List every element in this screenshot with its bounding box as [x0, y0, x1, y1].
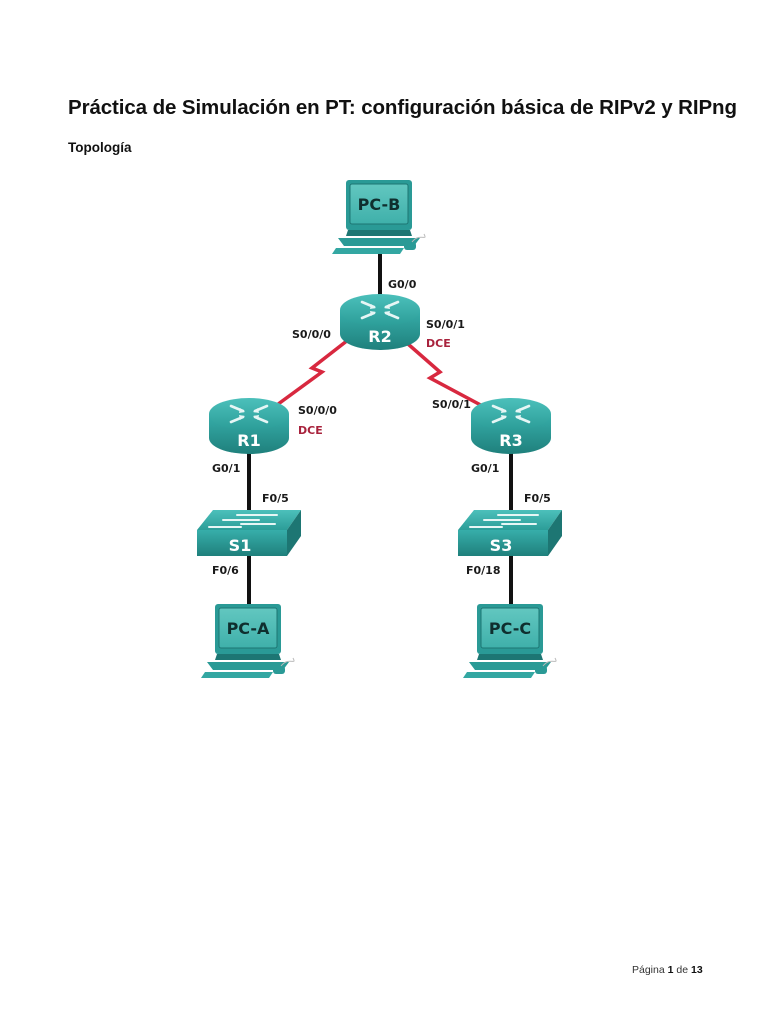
device-label-pc-c: PC-C [489, 619, 531, 638]
ethernet-links [247, 248, 513, 608]
device-label-s3: S3 [490, 536, 513, 555]
port-label-r1-s000: S0/0/0 [298, 404, 337, 417]
link-r2-r1-serial [268, 338, 350, 412]
device-s3[interactable]: S3 [457, 509, 563, 557]
port-label-r2-s001: S0/0/1 [426, 318, 465, 331]
document-title: Práctica de Simulación en PT: configurac… [68, 96, 737, 119]
pc-icon [462, 603, 557, 679]
page-footer: Página 1 de 13 [632, 964, 703, 976]
device-label-r3: R3 [499, 431, 522, 450]
device-pc-c[interactable]: PC-C [462, 603, 557, 679]
device-r2[interactable]: R2 [338, 292, 422, 352]
port-label-s3-f018: F0/18 [466, 564, 501, 577]
port-label-r3-g01: G0/1 [471, 462, 499, 475]
device-label-pc-a: PC-A [227, 619, 270, 638]
device-label-s1: S1 [229, 536, 252, 555]
port-label-r2-s000: S0/0/0 [292, 328, 331, 341]
device-pc-a[interactable]: PC-A [200, 603, 295, 679]
device-label-pc-b: PC-B [358, 195, 401, 214]
device-pc-b[interactable]: PC-B [331, 179, 426, 255]
port-label-r1-g01: G0/1 [212, 462, 240, 475]
device-s1[interactable]: S1 [196, 509, 302, 557]
link-r2-r3-serial [406, 342, 491, 412]
port-label-s1-f05: F0/5 [262, 492, 289, 505]
footer-prefix: Página [632, 964, 665, 976]
pc-icon [331, 179, 426, 255]
footer-total-pages: 13 [691, 964, 703, 976]
dce-label-r1: DCE [298, 424, 323, 437]
footer-sep: de [676, 964, 689, 976]
port-label-r3-s001: S0/0/1 [432, 398, 471, 411]
serial-links [268, 338, 491, 412]
pc-icon [200, 603, 295, 679]
device-label-r2: R2 [368, 327, 391, 346]
footer-current-page: 1 [667, 964, 674, 976]
port-label-r2-g00: G0/0 [388, 278, 417, 291]
device-label-r1: R1 [237, 431, 260, 450]
device-r1[interactable]: R1 [207, 396, 291, 456]
dce-label-r2: DCE [426, 337, 451, 350]
port-label-s1-f06: F0/6 [212, 564, 239, 577]
port-label-s3-f05: F0/5 [524, 492, 551, 505]
device-r3[interactable]: R3 [469, 396, 553, 456]
section-heading: Topología [68, 140, 132, 155]
